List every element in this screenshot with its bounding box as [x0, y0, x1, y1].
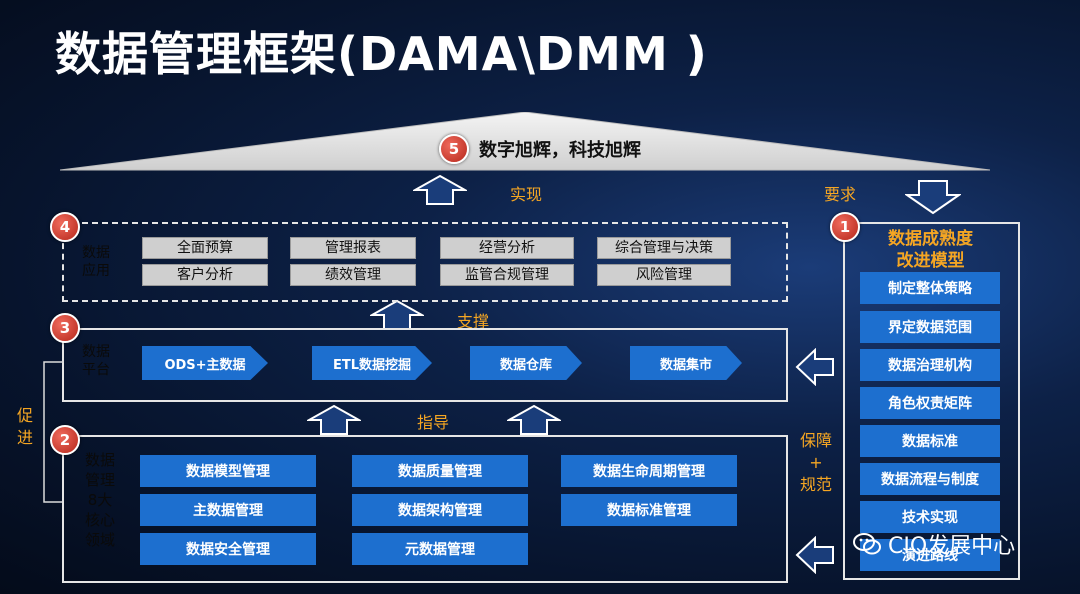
guarantee-line-1: 保障 — [799, 431, 832, 450]
app-item: 经营分析 — [440, 237, 574, 259]
badge-5: 5 — [439, 134, 469, 164]
app-item: 管理报表 — [290, 237, 416, 259]
platform-item-mart: 数据集市 — [630, 346, 742, 380]
platform-item-warehouse: 数据仓库 — [470, 346, 582, 380]
maturity-title: 数据成熟度 改进模型 — [843, 228, 1018, 272]
apps-label-line-2: 应用 — [82, 263, 110, 279]
apps-label-line-1: 数据 — [82, 245, 110, 261]
up-arrow-support-icon — [370, 299, 424, 330]
app-item: 客户分析 — [142, 264, 268, 286]
domain-item: 元数据管理 — [352, 533, 528, 565]
promote-loop-line — [43, 361, 64, 503]
maturity-title-line-1: 数据成熟度 — [888, 229, 973, 249]
slogan-text: 数字旭辉，科技旭辉 — [479, 140, 641, 161]
up-arrow-realize-icon — [413, 174, 467, 205]
domain-item: 数据生命周期管理 — [561, 455, 737, 487]
maturity-item: 数据治理机构 — [860, 349, 1000, 381]
badge-2: 2 — [50, 425, 80, 455]
wechat-icon — [853, 533, 881, 555]
watermark-text: CIO发展中心 — [888, 534, 1016, 559]
badge-3: 3 — [50, 313, 80, 343]
domains-label-line: 数据 — [84, 451, 115, 469]
promote-label: 促进 — [16, 406, 33, 447]
up-arrow-guide-right-icon — [507, 404, 561, 435]
app-item: 风险管理 — [597, 264, 731, 286]
guide-label: 指导 — [417, 413, 450, 432]
platform-label: 数据 平台 — [76, 343, 116, 379]
domains-label-line: 核心 — [84, 511, 115, 529]
support-label: 支撑 — [457, 312, 490, 331]
left-arrow-domains-icon — [795, 536, 834, 574]
down-arrow-require-icon — [905, 180, 961, 215]
domains-label: 数据 管理 8大 核心 领域 — [78, 450, 122, 550]
domain-item: 主数据管理 — [140, 494, 316, 526]
domain-item: 数据质量管理 — [352, 455, 528, 487]
roof-slogan: 5 数字旭辉，科技旭辉 — [0, 134, 1080, 164]
maturity-title-line-2: 改进模型 — [896, 251, 965, 271]
platform-item-etl: ETL数据挖掘 — [312, 346, 432, 380]
platform-item-ods: ODS+主数据 — [142, 346, 268, 380]
app-item: 全面预算 — [142, 237, 268, 259]
require-label: 要求 — [824, 185, 857, 204]
left-arrow-platform-icon — [795, 348, 834, 386]
watermark: CIO发展中心 — [852, 528, 1015, 560]
guarantee-line-2: + — [809, 453, 823, 472]
domain-item: 数据模型管理 — [140, 455, 316, 487]
domain-item: 数据标准管理 — [561, 494, 737, 526]
badge-4: 4 — [50, 212, 80, 242]
maturity-item: 界定数据范围 — [860, 311, 1000, 343]
app-item: 监管合规管理 — [440, 264, 574, 286]
domains-label-line: 8大 — [87, 491, 113, 509]
domains-label-line: 领域 — [84, 531, 115, 549]
maturity-model-panel — [843, 222, 1020, 580]
roof-triangle — [60, 112, 990, 171]
app-item: 综合管理与决策 — [597, 237, 731, 259]
badge-1: 1 — [830, 212, 860, 242]
up-arrow-guide-left-icon — [307, 404, 361, 435]
app-item: 绩效管理 — [290, 264, 416, 286]
domain-item: 数据架构管理 — [352, 494, 528, 526]
maturity-item: 技术实现 — [860, 501, 1000, 533]
data-platform-panel — [62, 328, 788, 402]
maturity-item: 数据标准 — [860, 425, 1000, 457]
platform-label-line-1: 数据 — [82, 344, 110, 360]
maturity-item: 数据流程与制度 — [860, 463, 1000, 495]
domain-item: 数据安全管理 — [140, 533, 316, 565]
realize-label: 实现 — [510, 185, 543, 204]
maturity-item: 角色权责矩阵 — [860, 387, 1000, 419]
guarantee-label: 保障 + 规范 — [796, 430, 836, 496]
guarantee-line-3: 规范 — [799, 475, 832, 494]
core-domains-panel — [62, 435, 788, 583]
domains-label-line: 管理 — [84, 471, 115, 489]
platform-label-line-2: 平台 — [82, 362, 110, 378]
maturity-item: 制定整体策略 — [860, 272, 1000, 304]
apps-label: 数据 应用 — [76, 244, 116, 280]
page-title: 数据管理框架(DAMA\DMM ) — [55, 27, 708, 81]
maturity-item: 演进路线 — [860, 539, 1000, 571]
data-applications-panel — [62, 222, 788, 302]
